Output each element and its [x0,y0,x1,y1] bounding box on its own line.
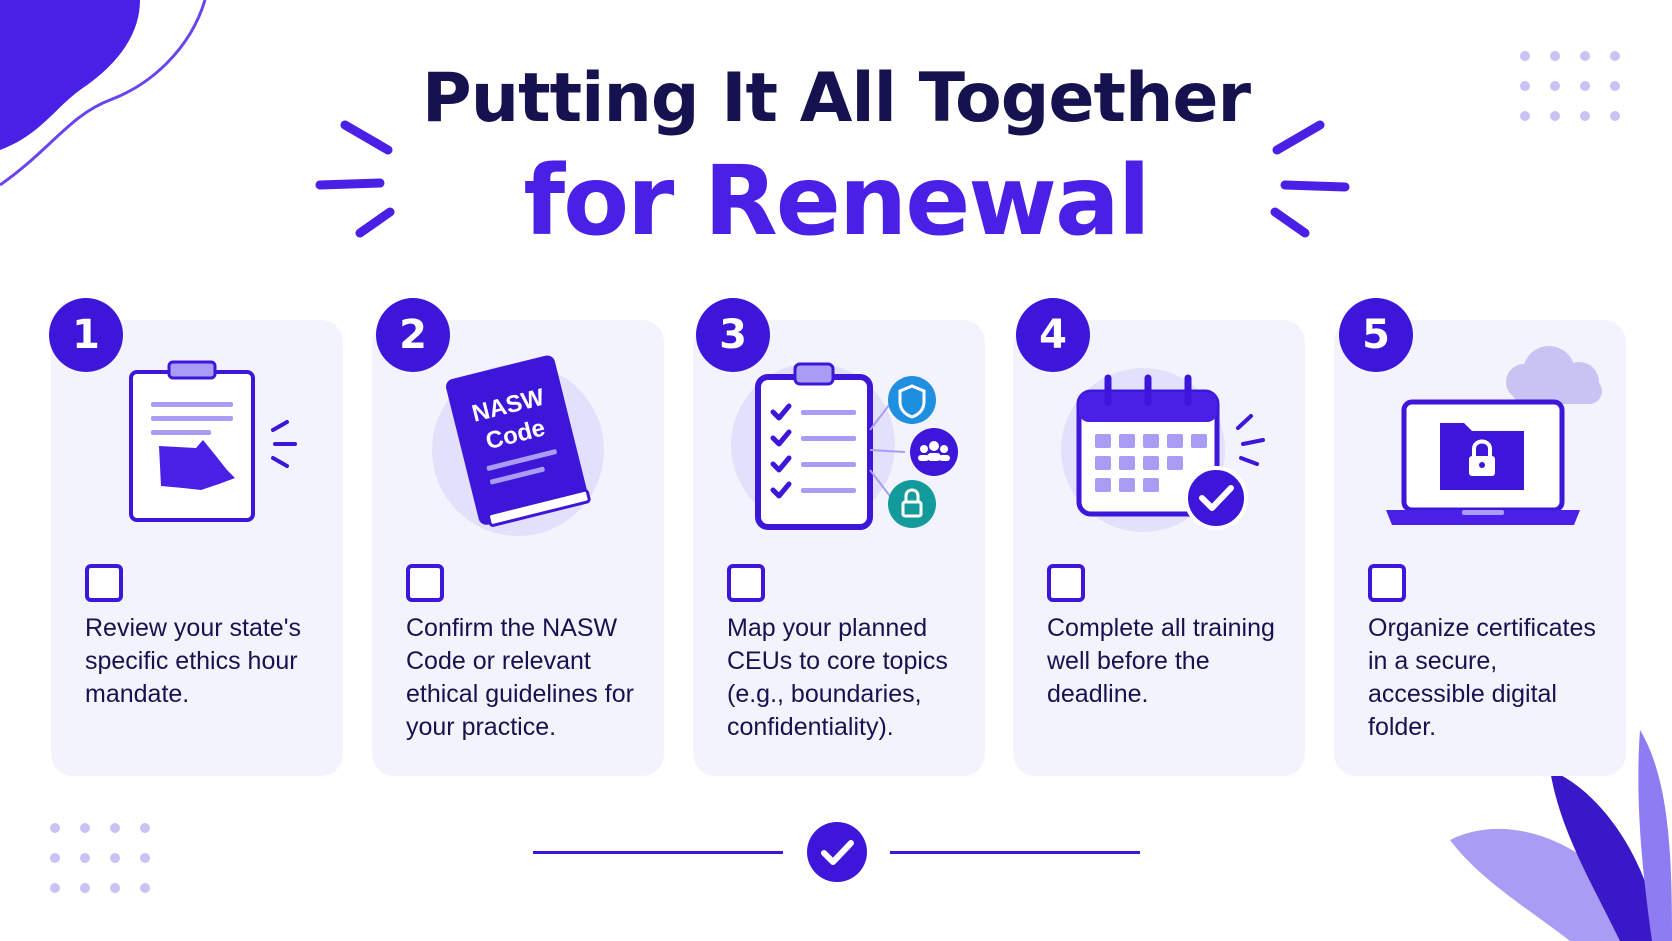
step-text-3: Map your planned CEUs to core topics (e.… [727,614,948,741]
step-card-1: Review your state's specific ethics hour… [51,320,343,776]
step-card-3: Map your planned CEUs to core topics (e.… [693,320,985,776]
step-text-4: Complete all training well before the de… [1047,614,1275,708]
sparkle-left [315,120,395,238]
people-icon [918,441,950,461]
leaves-bottom-right [1450,730,1672,941]
step-checkbox-4[interactable] [1047,564,1085,602]
step-number-badge-5: 5 [1339,298,1413,372]
dot-grid-top-right [1520,51,1620,121]
step-checkbox-1[interactable] [85,564,123,602]
step-text-1: Review your state's specific ethics hour… [85,614,301,708]
step-number-badge-1: 1 [49,298,123,372]
calendar-check-icon [1061,368,1265,532]
step-checkbox-5[interactable] [1368,564,1406,602]
clipboard-map-icon [129,360,297,522]
step-number-badge-3: 3 [696,298,770,372]
corner-blob-top-left [0,0,207,187]
step-text-5: Organize certificates in a secure, acces… [1368,614,1596,741]
laptop-folder-lock-icon [1386,346,1602,525]
footer-divider-right [890,851,1140,854]
page-subtitle: for Renewal [523,145,1150,257]
shield-icon [898,384,926,419]
cloud-icon [1506,346,1602,404]
page-title: Putting It All Together [421,59,1251,138]
step-number-badge-2: 2 [376,298,450,372]
step-checkbox-2[interactable] [406,564,444,602]
step-card-5: Organize certificates in a secure, acces… [1334,320,1626,776]
step-number-badge-4: 4 [1016,298,1090,372]
step-text-2: Confirm the NASW Code or relevant ethica… [406,614,634,741]
lock-icon [1472,439,1492,456]
checklist-icon [731,362,958,530]
footer-divider-left [533,851,783,854]
step-card-2: NASW Code Confirm the NASW Code or relev… [372,320,664,776]
footer-check-icon [807,822,867,882]
dot-grid-bottom-left [50,823,150,893]
padlock-icon [904,488,920,502]
sparkle-right [1270,120,1350,238]
book-icon: NASW Code [432,355,604,536]
step-card-4: Complete all training well before the de… [1013,320,1305,776]
step-checkbox-3[interactable] [727,564,765,602]
